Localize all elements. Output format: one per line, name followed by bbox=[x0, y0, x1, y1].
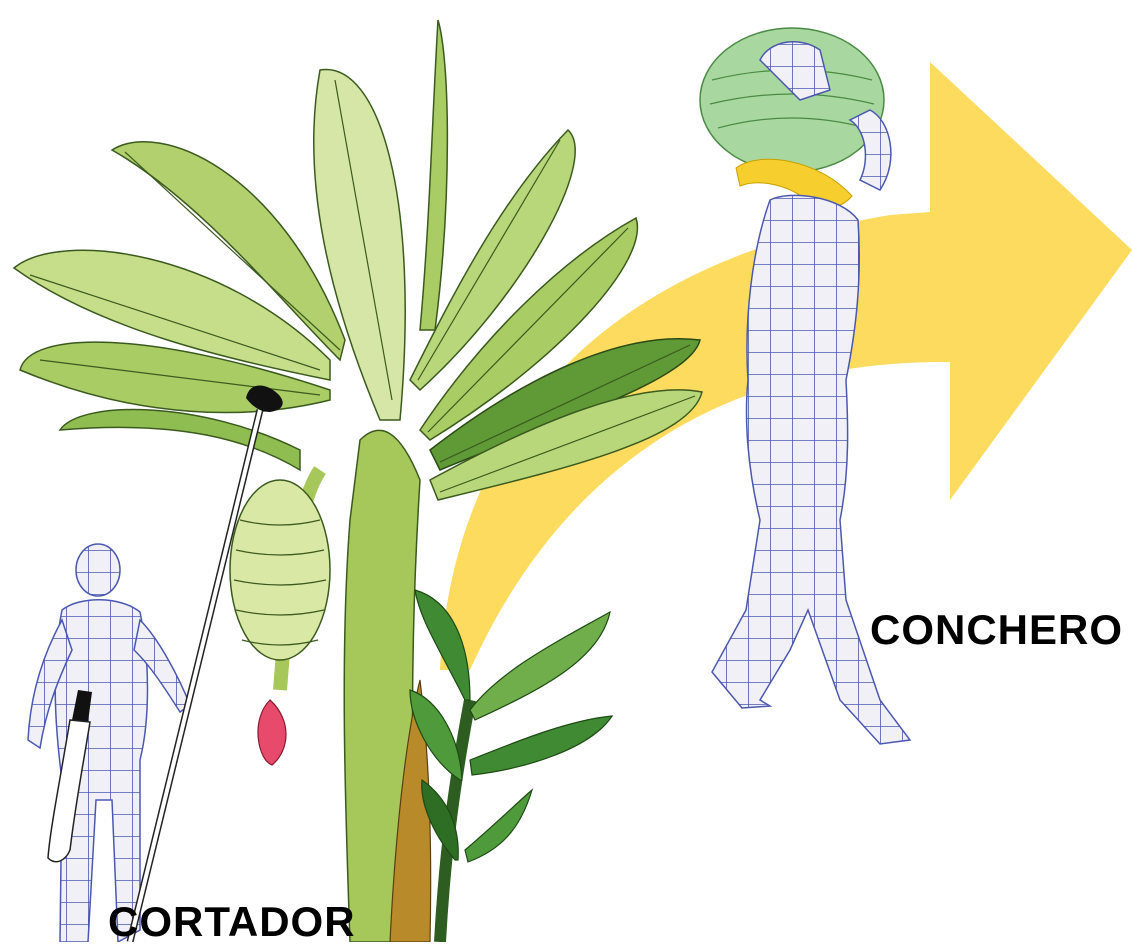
young-banana-shoot bbox=[410, 590, 612, 942]
banana-leaf bbox=[420, 20, 447, 330]
banana-bunch bbox=[230, 480, 330, 660]
cortador-label: CORTADOR bbox=[108, 898, 356, 946]
banana-leaf bbox=[60, 410, 300, 470]
banana-flower bbox=[258, 700, 286, 765]
cortador-figure bbox=[28, 410, 260, 942]
conchero-label: CONCHERO bbox=[870, 606, 1123, 654]
